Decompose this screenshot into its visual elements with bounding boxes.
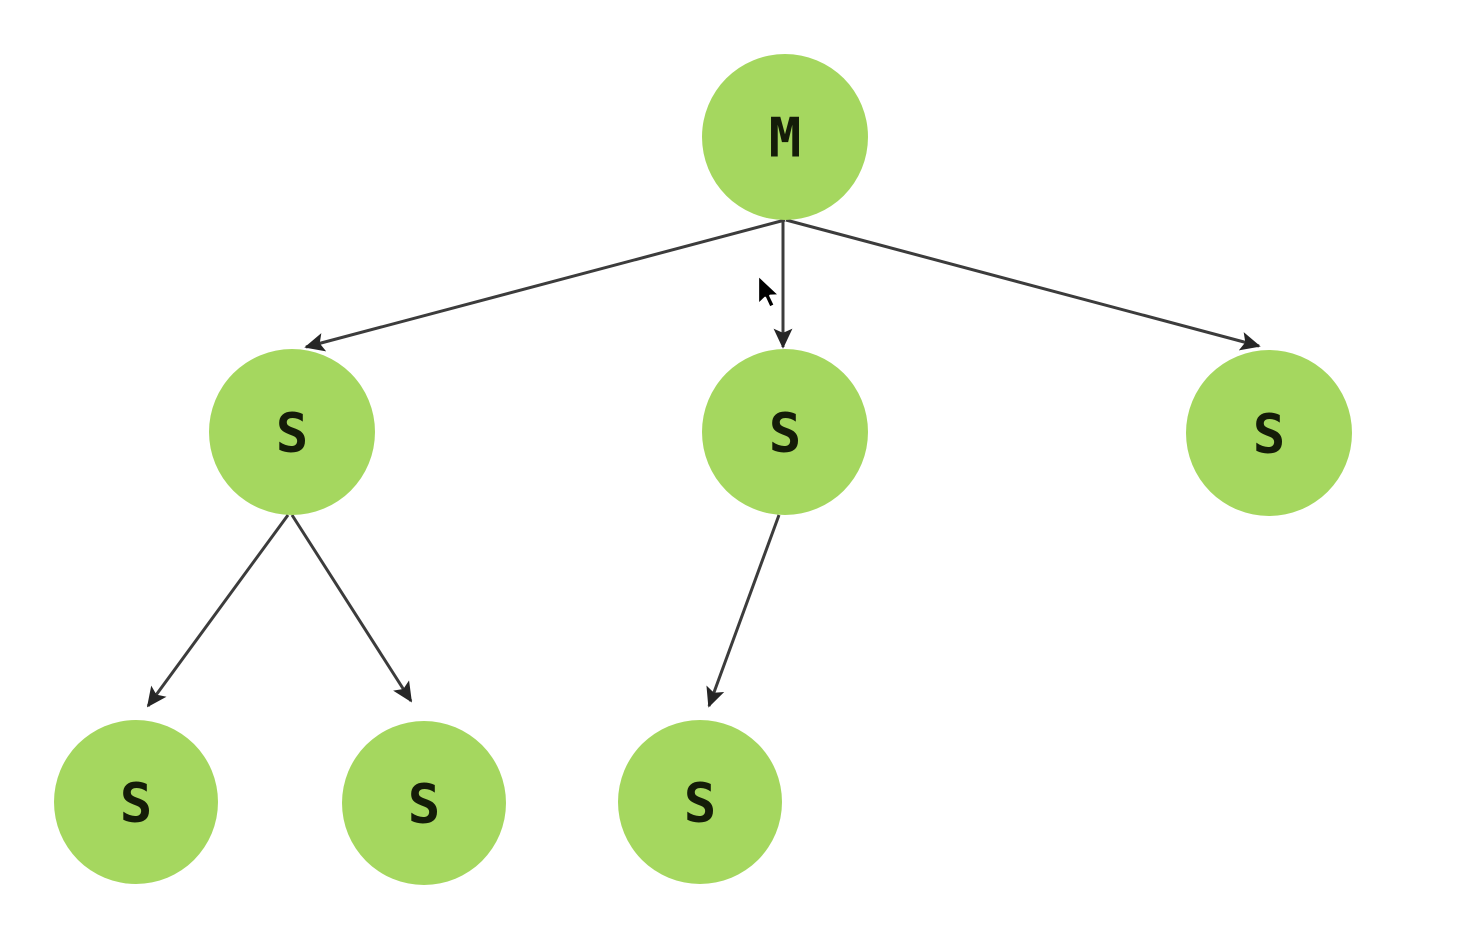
node-circle[interactable] xyxy=(342,721,506,885)
node-label: S xyxy=(1253,403,1286,466)
node-circle[interactable] xyxy=(702,349,868,515)
node-circle[interactable] xyxy=(54,720,218,884)
tree-node[interactable]: S xyxy=(342,721,506,885)
node-circle[interactable] xyxy=(618,720,782,884)
node-label: S xyxy=(408,773,441,836)
tree-node[interactable]: S xyxy=(54,720,218,884)
tree-edge xyxy=(706,514,781,708)
node-label: S xyxy=(120,772,153,835)
tree-node[interactable]: S xyxy=(702,349,868,515)
tree-edge xyxy=(146,514,290,708)
node-label: S xyxy=(769,402,802,465)
edges-group xyxy=(146,218,1261,708)
tree-node[interactable]: M xyxy=(702,54,868,220)
tree-node[interactable]: S xyxy=(209,349,375,515)
node-circle[interactable] xyxy=(209,349,375,515)
node-label: S xyxy=(276,402,309,465)
tree-edge xyxy=(290,514,413,703)
node-circle[interactable] xyxy=(702,54,868,220)
nodes-group: M S S S S S S xyxy=(54,54,1352,885)
tree-node[interactable]: S xyxy=(618,720,782,884)
tree-node[interactable]: S xyxy=(1186,350,1352,516)
node-circle[interactable] xyxy=(1186,350,1352,516)
tree-edge xyxy=(785,218,1261,351)
tree-edge xyxy=(304,218,786,352)
node-label: S xyxy=(684,772,717,835)
node-label: M xyxy=(769,107,802,170)
